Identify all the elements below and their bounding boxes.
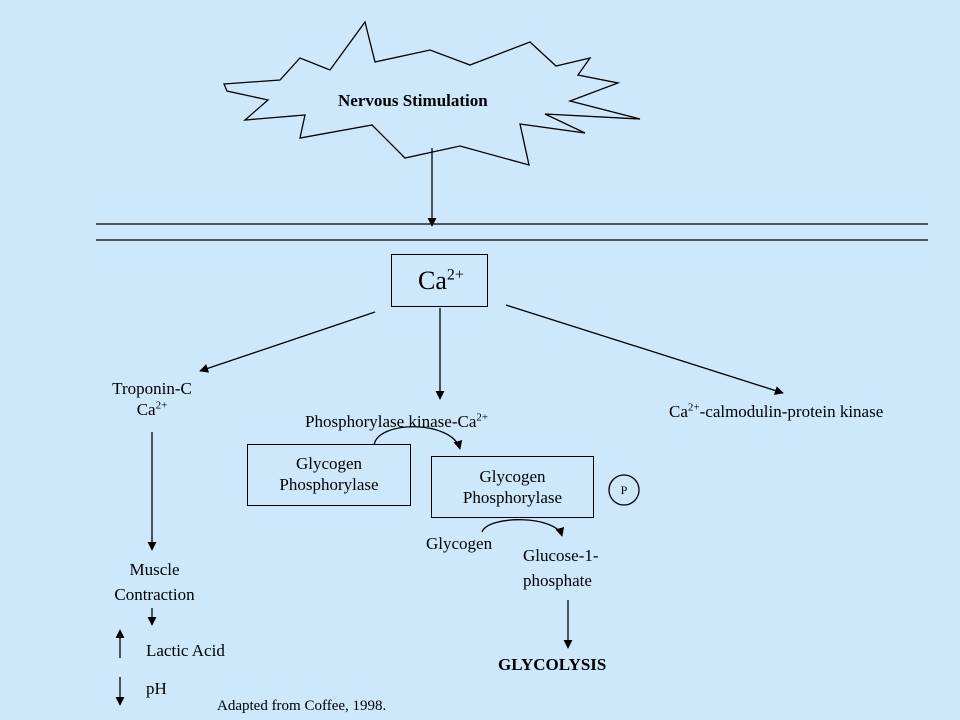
glycogen-phosphorylase-box-inactive bbox=[247, 444, 411, 506]
ph-label: pH bbox=[146, 679, 167, 698]
glycogen-phosphorylase-box-active bbox=[431, 456, 594, 518]
glycogen-phosphorylase-inactive-label: Glycogen Phosphorylase bbox=[279, 454, 379, 494]
arrow-ca-to-calmodulin bbox=[505, 304, 784, 395]
phosphate-circle bbox=[608, 474, 640, 506]
calmodulin-label: Ca2+-calmodulin-protein kinase bbox=[669, 401, 884, 421]
troponin-label: Troponin-C Ca2+ bbox=[112, 379, 192, 419]
arrow-ca-to-troponin bbox=[199, 311, 376, 373]
stimulus-label: Nervous Stimulation bbox=[338, 91, 488, 110]
glycolysis-label: GLYCOLYSIS bbox=[498, 655, 607, 674]
starburst-shape bbox=[223, 20, 641, 166]
phosphate-label: P bbox=[620, 483, 628, 497]
kinase-label: Phosphorylase kinase-Ca2+ bbox=[305, 411, 489, 431]
calcium-label: Ca2+ bbox=[418, 266, 464, 295]
muscle-contraction-label: Muscle Contraction bbox=[114, 560, 195, 604]
curved-arrow-activation bbox=[373, 426, 463, 450]
glycogen-label: Glycogen bbox=[426, 534, 493, 553]
citation-label: Adapted from Coffee, 1998. bbox=[217, 698, 387, 714]
calcium-box bbox=[391, 254, 488, 307]
lactic-acid-label: Lactic Acid bbox=[146, 641, 225, 660]
glycogen-phosphorylase-active-label: Glycogen Phosphorylase bbox=[462, 467, 563, 507]
glucose-label: Glucose-1- phosphate bbox=[523, 546, 599, 590]
curved-arrow-glycogen-to-glucose bbox=[481, 519, 565, 537]
